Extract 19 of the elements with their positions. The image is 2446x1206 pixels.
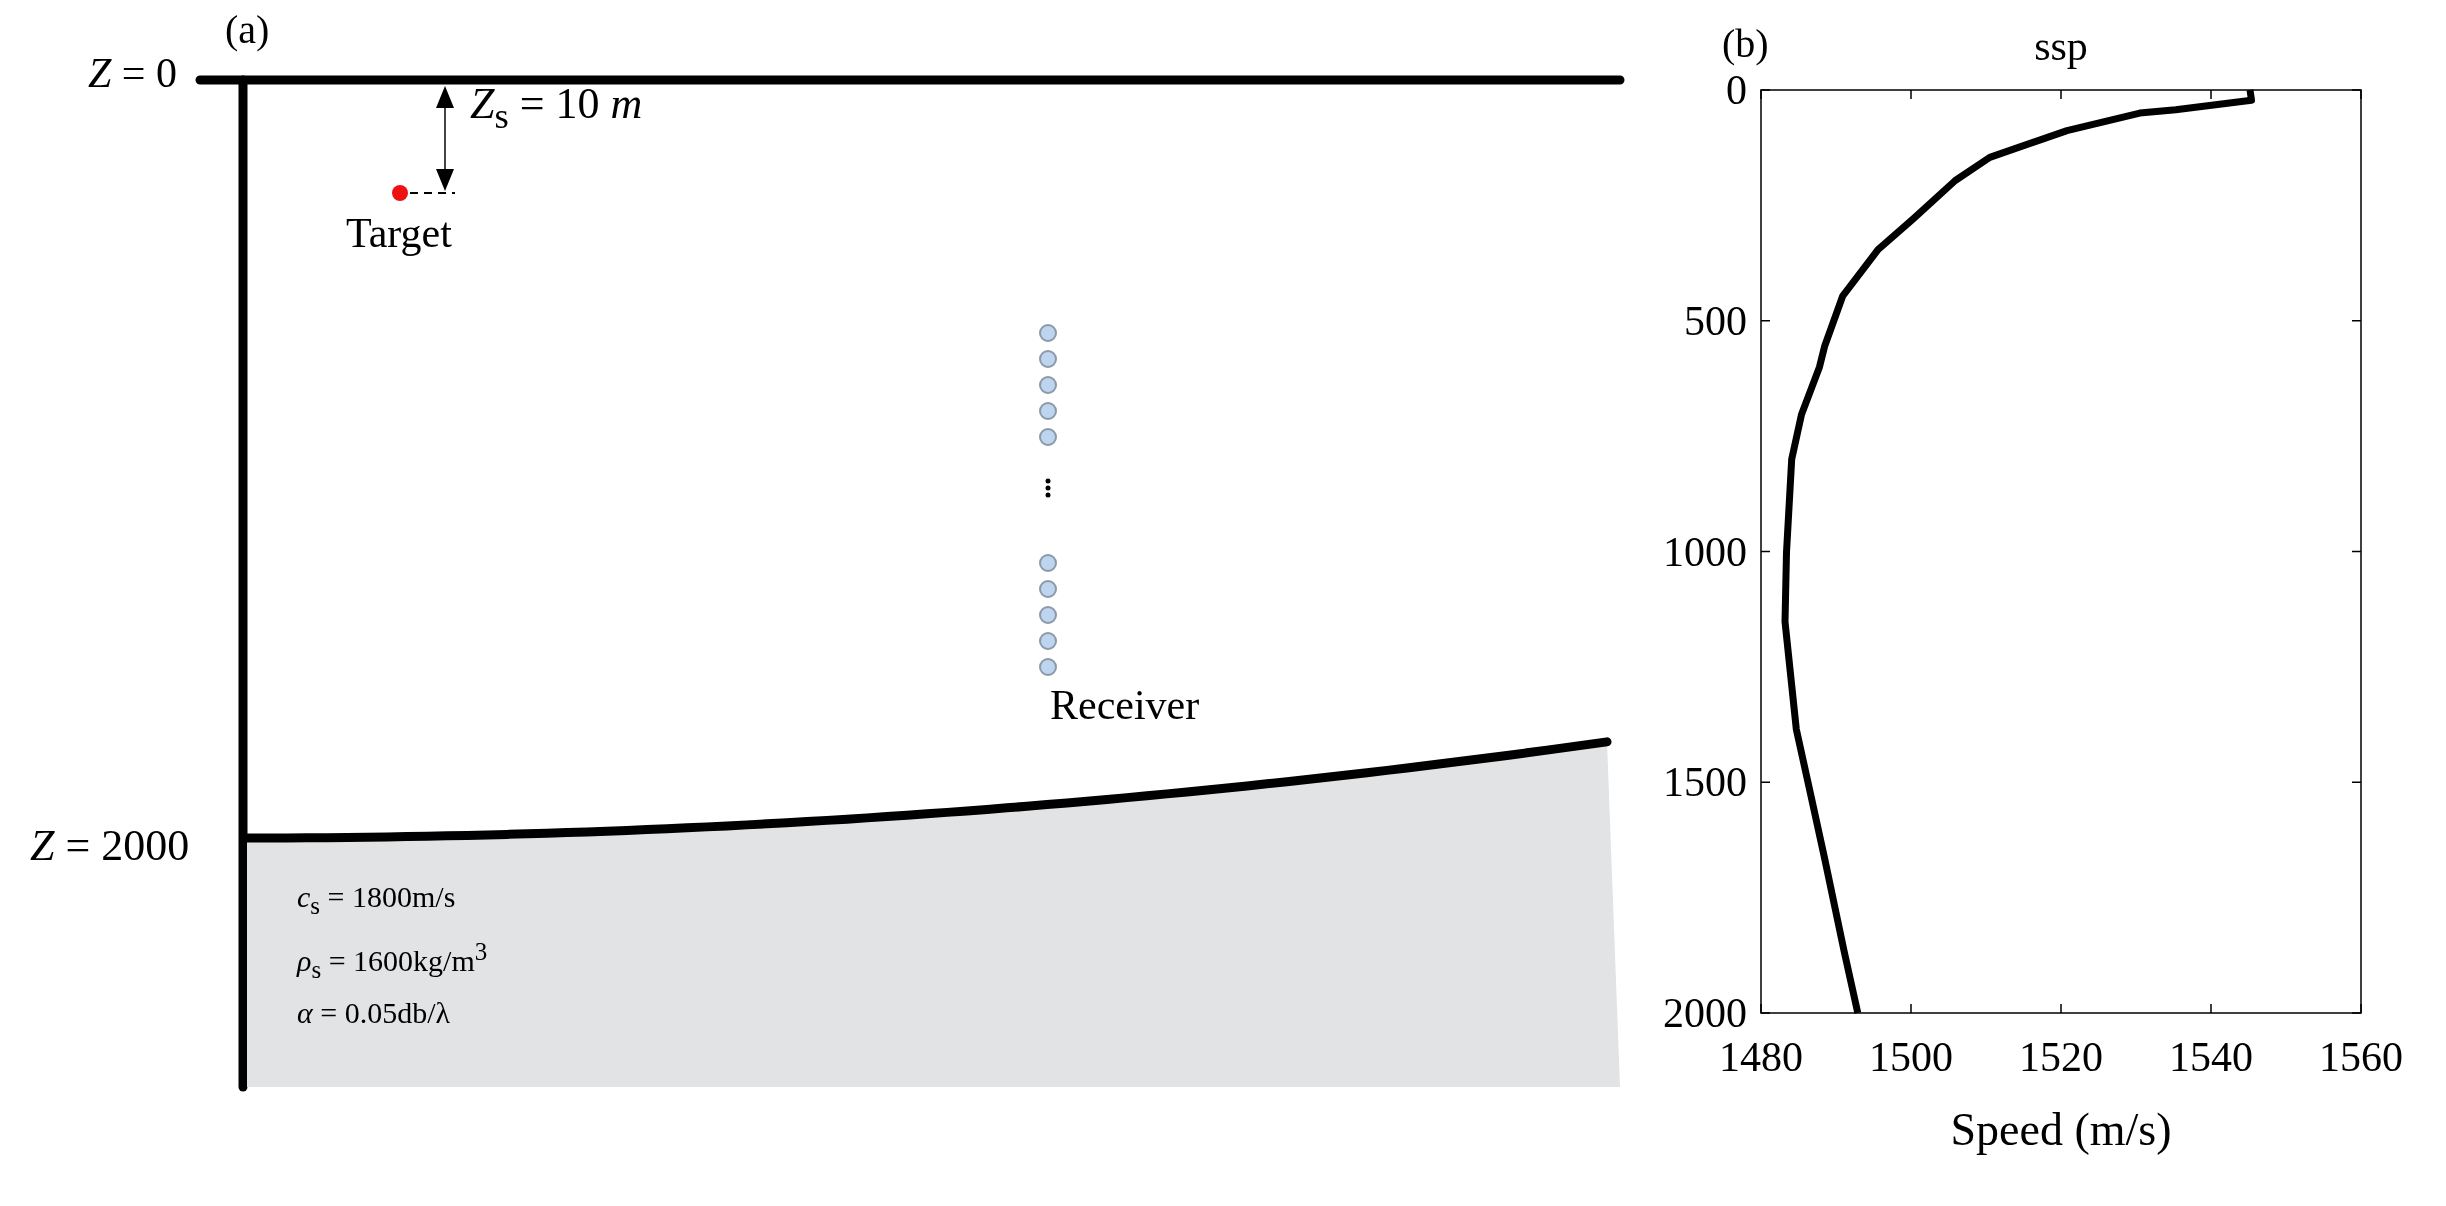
tick-label: 1520 xyxy=(2019,1034,2103,1080)
axis-title: Speed (m/s) xyxy=(1950,1104,2172,1155)
tick-label: 1500 xyxy=(1869,1034,1953,1080)
dimension-label: Z$_{s}$ = 10 m xyxy=(470,80,643,137)
tick-label: 1480 xyxy=(1719,1034,1803,1080)
tick-label: 0 xyxy=(1726,67,1747,113)
tick-label: 1540 xyxy=(2169,1034,2253,1080)
tick-label: 500 xyxy=(1684,297,1747,344)
chart-title: ssp xyxy=(2034,23,2088,69)
tick-label: 1560 xyxy=(2319,1034,2403,1080)
panel-label: (a) xyxy=(225,8,270,52)
target-label: Target xyxy=(346,210,452,257)
depth-label: Z = 0 xyxy=(88,50,178,97)
tick-label: 1000 xyxy=(1663,528,1747,575)
panel-label: (b) xyxy=(1722,22,1769,66)
tick-label: 2000 xyxy=(1663,990,1747,1036)
tick-label: 1500 xyxy=(1663,759,1747,806)
depth-label: Z = 2000 xyxy=(30,822,190,871)
receiver-label: Receiver xyxy=(1050,682,1200,729)
